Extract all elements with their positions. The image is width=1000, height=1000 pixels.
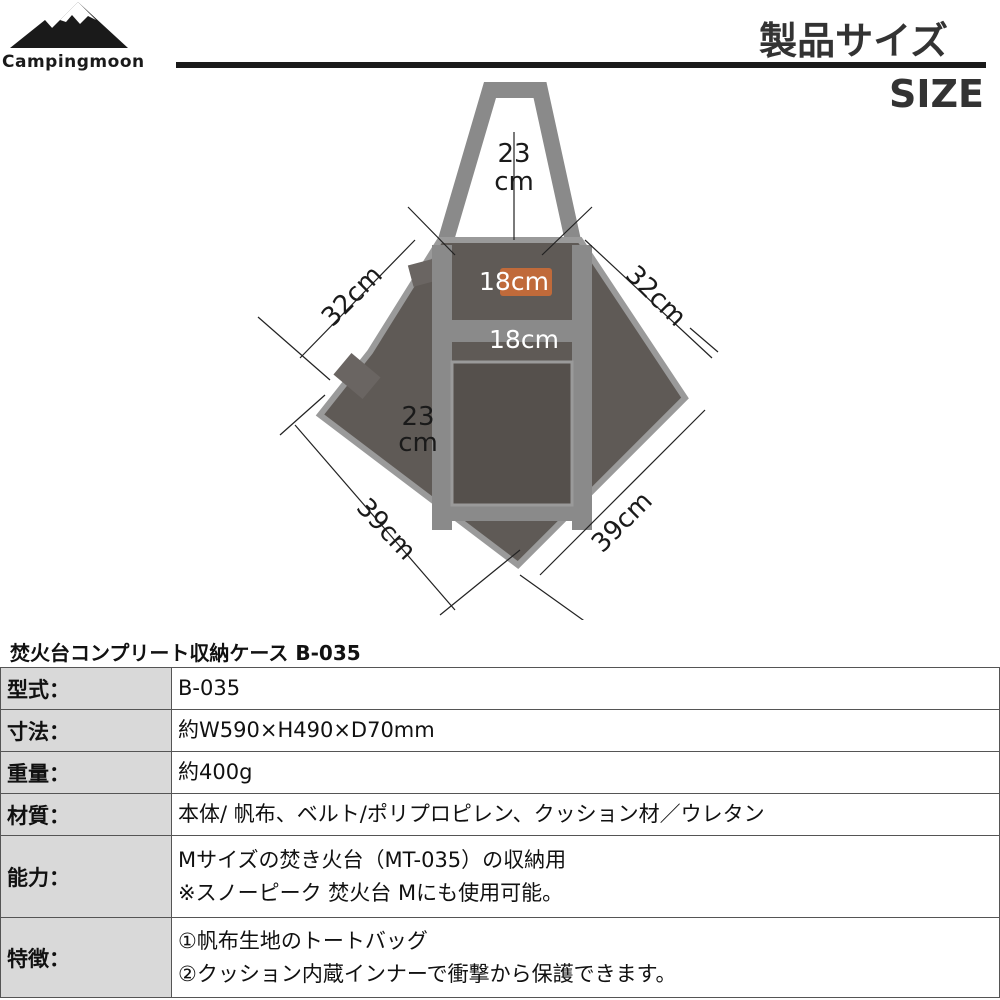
spec-value-line: 約400g bbox=[178, 760, 253, 784]
dim-pocket-height-value: 23 bbox=[401, 402, 434, 432]
spec-value: 本体/ 帆布、ベルト/ポリプロピレン、クッション材／ウレタン bbox=[171, 793, 1000, 836]
dim-lower-right: 39cm bbox=[586, 486, 659, 559]
spec-row: 能力： Mサイズの焚き火台（MT-035）の収納用 ※スノーピーク 焚火台 Mに… bbox=[0, 835, 1000, 918]
cross-strap bbox=[432, 320, 592, 342]
spec-label: 型式： bbox=[0, 667, 172, 710]
dim-lower-left: 39cm bbox=[350, 493, 422, 567]
dim-handle-height-unit: cm bbox=[494, 167, 534, 197]
spec-value: 約400g bbox=[171, 751, 1000, 794]
page-title-jp: 製品サイズ bbox=[759, 19, 948, 63]
spec-label: 特徴： bbox=[0, 917, 172, 998]
brand-name: Campingmoon bbox=[2, 52, 145, 72]
spec-value: B-035 bbox=[171, 667, 1000, 710]
spec-value: 約W590×H490×D70mm bbox=[171, 709, 1000, 752]
spec-value-line: ※スノーピーク 焚火台 Mにも使用可能。 bbox=[178, 880, 564, 905]
dimension-lines bbox=[257, 132, 719, 620]
spec-value-line: ②クッション内蔵インナーで衝撃から保護できます。 bbox=[178, 961, 677, 986]
spec-value-line: Mサイズの焚き火台（MT-035）の収納用 bbox=[178, 847, 567, 872]
side-tab bbox=[333, 353, 381, 399]
spec-row: 寸法： 約W590×H490×D70mm bbox=[0, 709, 1000, 752]
spec-label: 重量： bbox=[0, 751, 172, 794]
spec-label: 材質： bbox=[0, 793, 172, 836]
spec-row: 特徴： ①帆布生地のトートバッグ ②クッション内蔵インナーで衝撃から保護できます… bbox=[0, 917, 1000, 998]
dim-upper-left: 32cm bbox=[316, 260, 389, 333]
spec-table: 型式： B-035 寸法： 約W590×H490×D70mm 重量： 約400g… bbox=[0, 667, 1000, 998]
spec-value-line: 本体/ 帆布、ベルト/ポリプロピレン、クッション材／ウレタン bbox=[178, 802, 765, 826]
header-rule bbox=[176, 62, 986, 68]
body-strap bbox=[572, 245, 592, 530]
inner-pocket bbox=[450, 360, 574, 507]
cross-strap bbox=[432, 505, 592, 521]
brand-logo: Campingmoon bbox=[0, 0, 170, 80]
spec-row: 重量： 約400g bbox=[0, 751, 1000, 794]
spec-value: ①帆布生地のトートバッグ ②クッション内蔵インナーで衝撃から保護できます。 bbox=[171, 917, 1000, 998]
spec-label: 寸法： bbox=[0, 709, 172, 752]
dim-top-width: 18cm bbox=[479, 267, 549, 296]
mountain-logo-icon bbox=[10, 2, 128, 48]
leather-patch bbox=[500, 268, 552, 296]
spec-label: 能力： bbox=[0, 835, 172, 918]
handle-strap bbox=[435, 82, 583, 253]
spec-value-line: ①帆布生地のトートバッグ bbox=[178, 928, 428, 953]
body-strap bbox=[432, 245, 452, 530]
spec-row: 型式： B-035 bbox=[0, 667, 1000, 710]
spec-row: 材質： 本体/ 帆布、ベルト/ポリプロピレン、クッション材／ウレタン bbox=[0, 793, 1000, 836]
spec-value: Mサイズの焚き火台（MT-035）の収納用 ※スノーピーク 焚火台 Mにも使用可… bbox=[171, 835, 1000, 918]
product-title: 焚火台コンプリート収納ケース B-035 bbox=[10, 641, 361, 665]
spec-value-line: 約W590×H490×D70mm bbox=[178, 718, 435, 742]
dim-handle-height-value: 23 bbox=[497, 139, 530, 169]
dim-pocket-height-unit: cm bbox=[398, 428, 438, 458]
spec-value-line: B-035 bbox=[178, 676, 241, 700]
product-illustration: 23 cm 18cm 18cm 23 cm 32cm 32cm 39cm 39c… bbox=[257, 82, 719, 620]
dim-pocket-width: 18cm bbox=[489, 325, 559, 354]
page-title-en: SIZE bbox=[888, 72, 984, 116]
